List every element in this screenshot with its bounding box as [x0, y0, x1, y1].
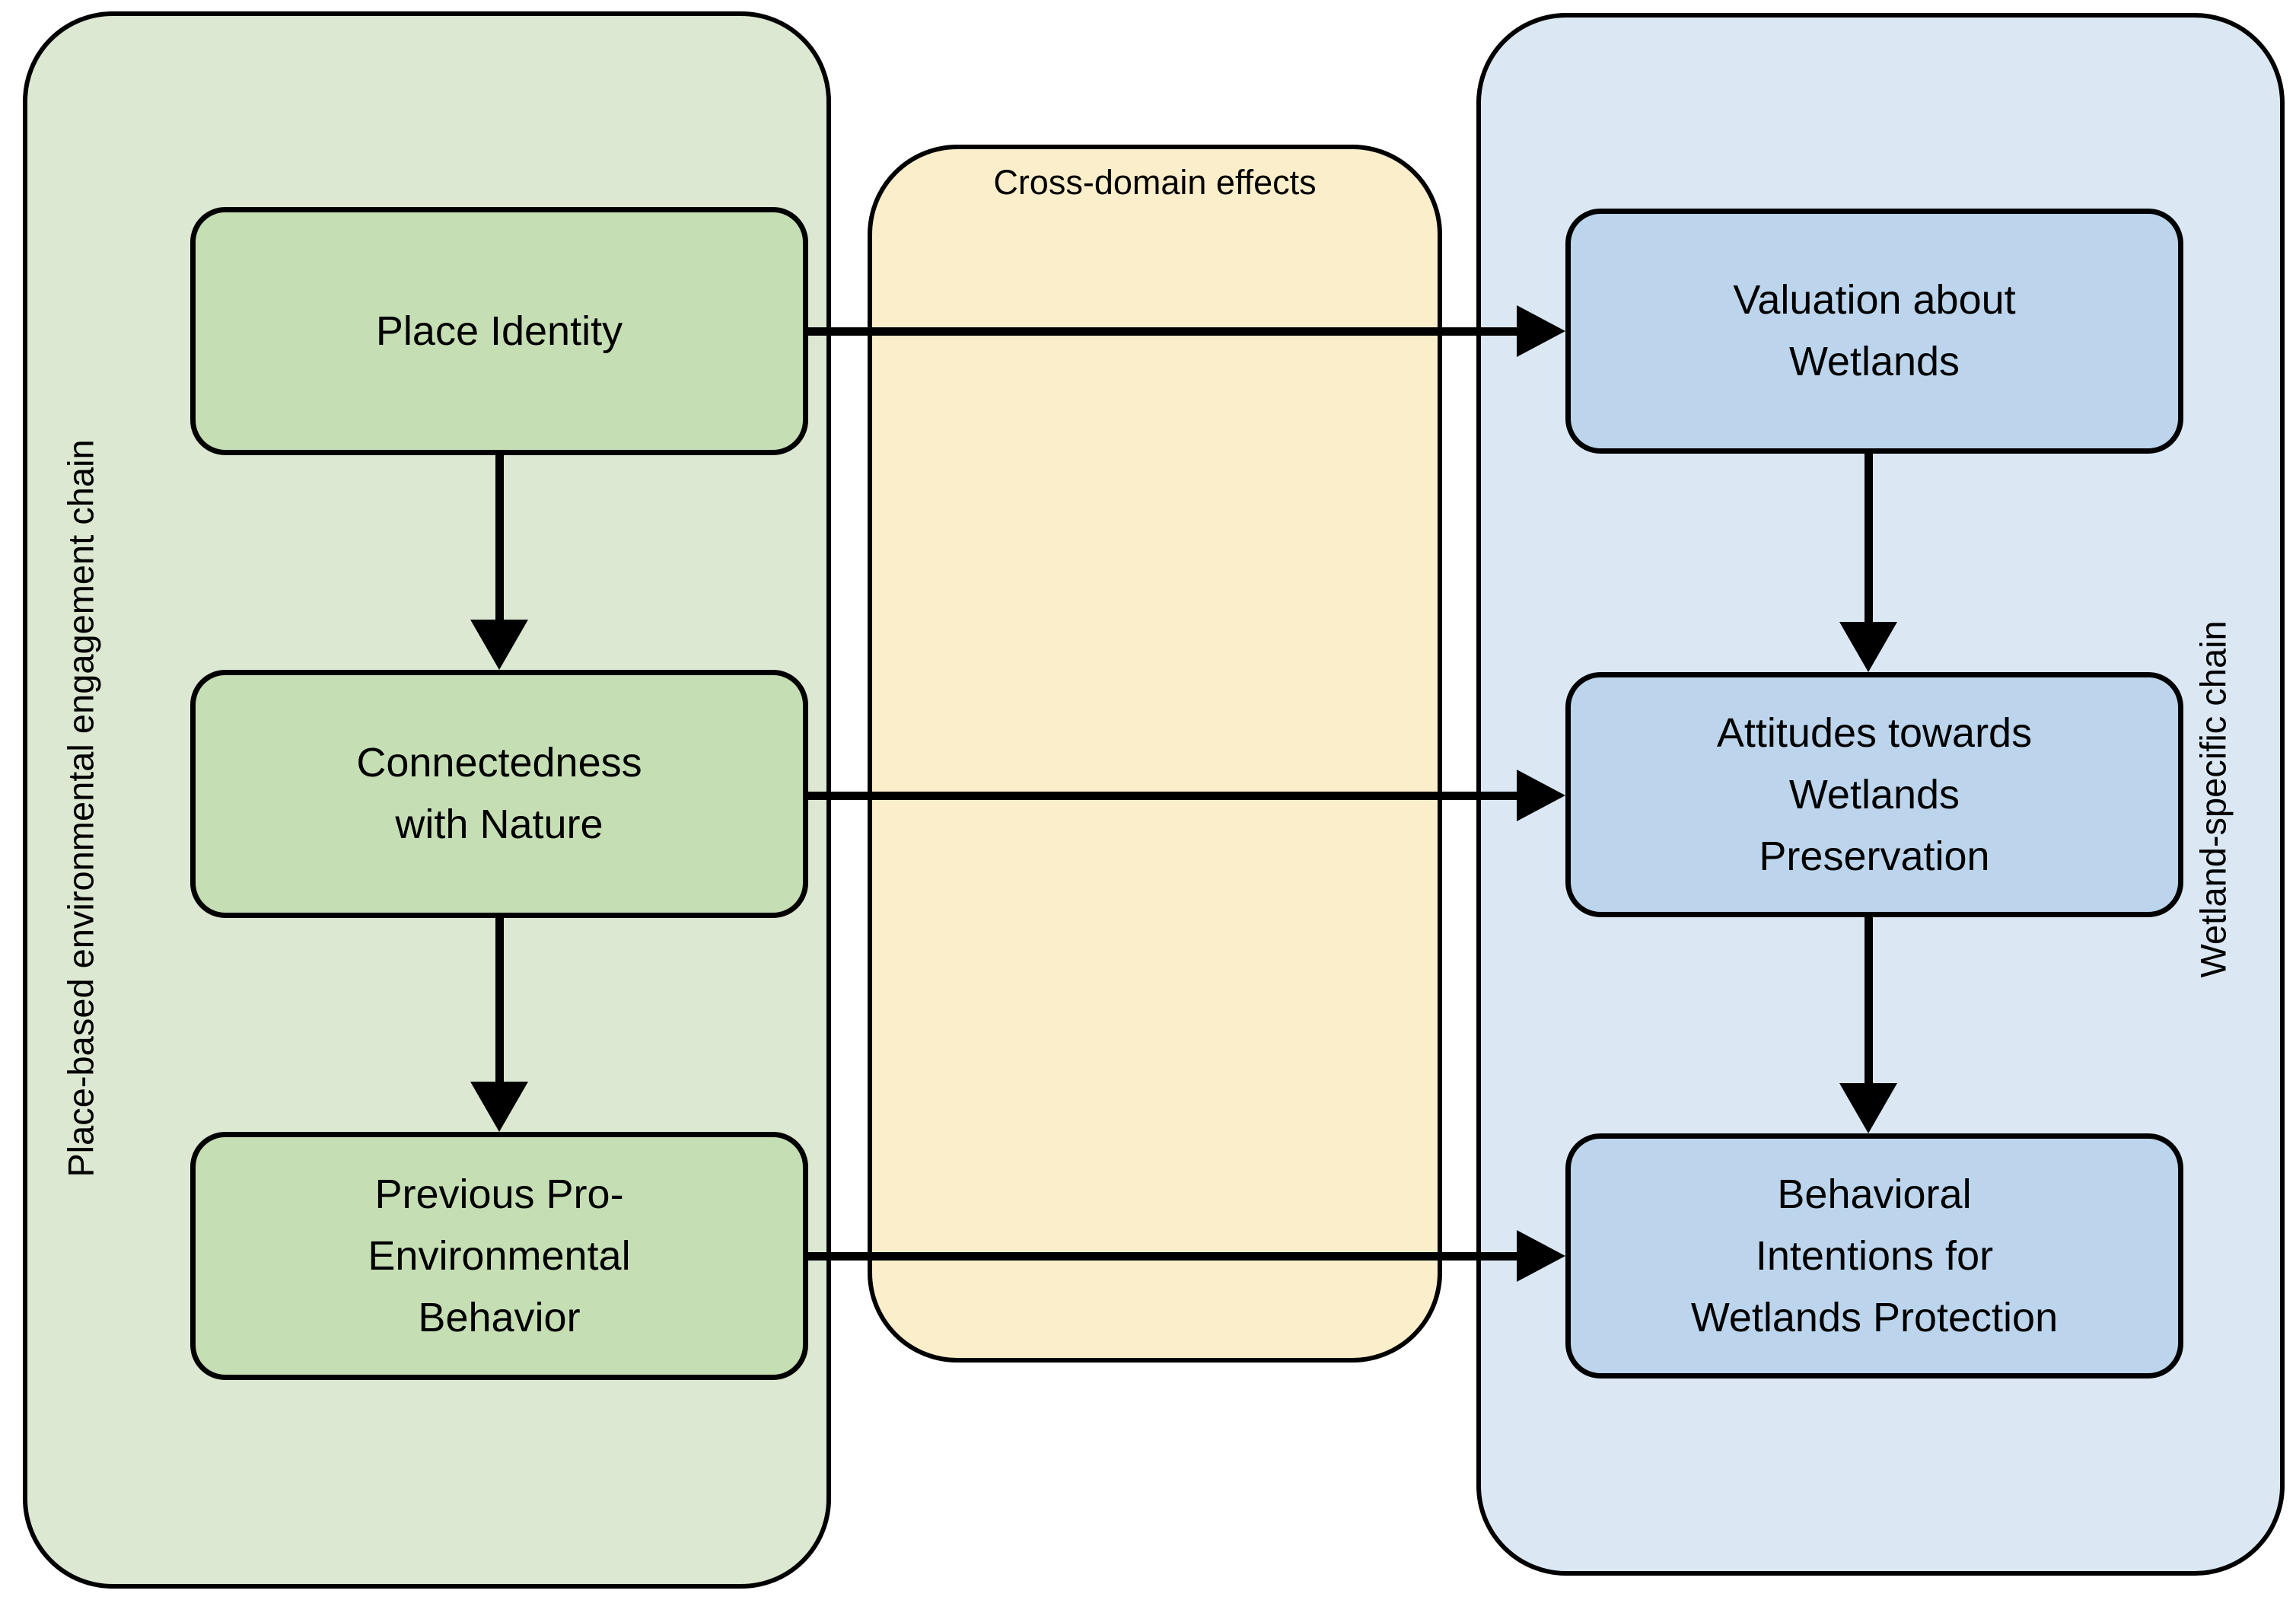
arrow-head-right-icon — [1517, 770, 1565, 821]
cross-domain-effects-label: Cross-domain effects — [993, 163, 1317, 202]
arrow-line — [804, 1252, 1518, 1261]
arrow-head-down-icon — [1839, 1083, 1897, 1133]
arrow-head-right-icon — [1517, 1230, 1565, 1282]
arrow-head-down-icon — [470, 620, 528, 670]
arrow-head-right-icon — [1517, 305, 1565, 357]
box-attitudes-towards-wetlands-preservation: Attitudes towards Wetlands Preservation — [1565, 672, 2183, 917]
left-chain-label: Place-based environmental engagement cha… — [60, 439, 101, 1178]
arrow-line — [804, 327, 1518, 336]
box-valuation-about-wetlands: Valuation about Wetlands — [1565, 209, 2183, 454]
box-behavioral-intentions-for-wetlands-protection: Behavioral Intentions for Wetlands Prote… — [1565, 1133, 2183, 1378]
arrow-line — [495, 455, 504, 624]
arrow-line — [495, 918, 504, 1083]
box-previous-pro-environmental-behavior: Previous Pro- Environmental Behavior — [190, 1132, 808, 1380]
arrow-head-down-icon — [1839, 622, 1897, 672]
box-connectedness-with-nature: Connectedness with Nature — [190, 670, 808, 918]
arrow-line — [1865, 917, 1873, 1085]
arrow-head-down-icon — [470, 1082, 528, 1132]
arrow-line — [804, 792, 1518, 800]
panel-cross-domain-effects — [868, 145, 1442, 1363]
right-chain-label: Wetland-specific chain — [2193, 620, 2234, 978]
box-place-identity: Place Identity — [190, 207, 808, 455]
arrow-line — [1865, 454, 1873, 623]
